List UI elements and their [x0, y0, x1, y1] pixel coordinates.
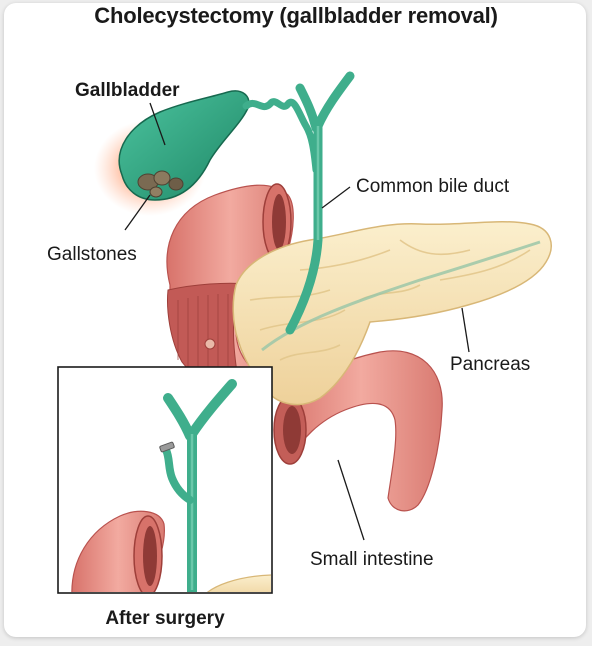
- label-gallstones: Gallstones: [47, 244, 137, 265]
- label-pancreas: Pancreas: [450, 354, 531, 375]
- gallbladder: [118, 90, 250, 201]
- gallstones: [137, 170, 184, 198]
- label-gallbladder: Gallbladder: [75, 80, 180, 101]
- label-common-bile-duct: Common bile duct: [356, 176, 510, 197]
- after-surgery-inset: [57, 366, 273, 594]
- inset-caption: After surgery: [105, 608, 225, 629]
- label-small-intestine: Small intestine: [310, 549, 434, 570]
- leader-lines: [124, 102, 470, 541]
- bile-ducts: [242, 71, 355, 335]
- diagram-title: Cholecystectomy (gallbladder removal): [94, 3, 498, 28]
